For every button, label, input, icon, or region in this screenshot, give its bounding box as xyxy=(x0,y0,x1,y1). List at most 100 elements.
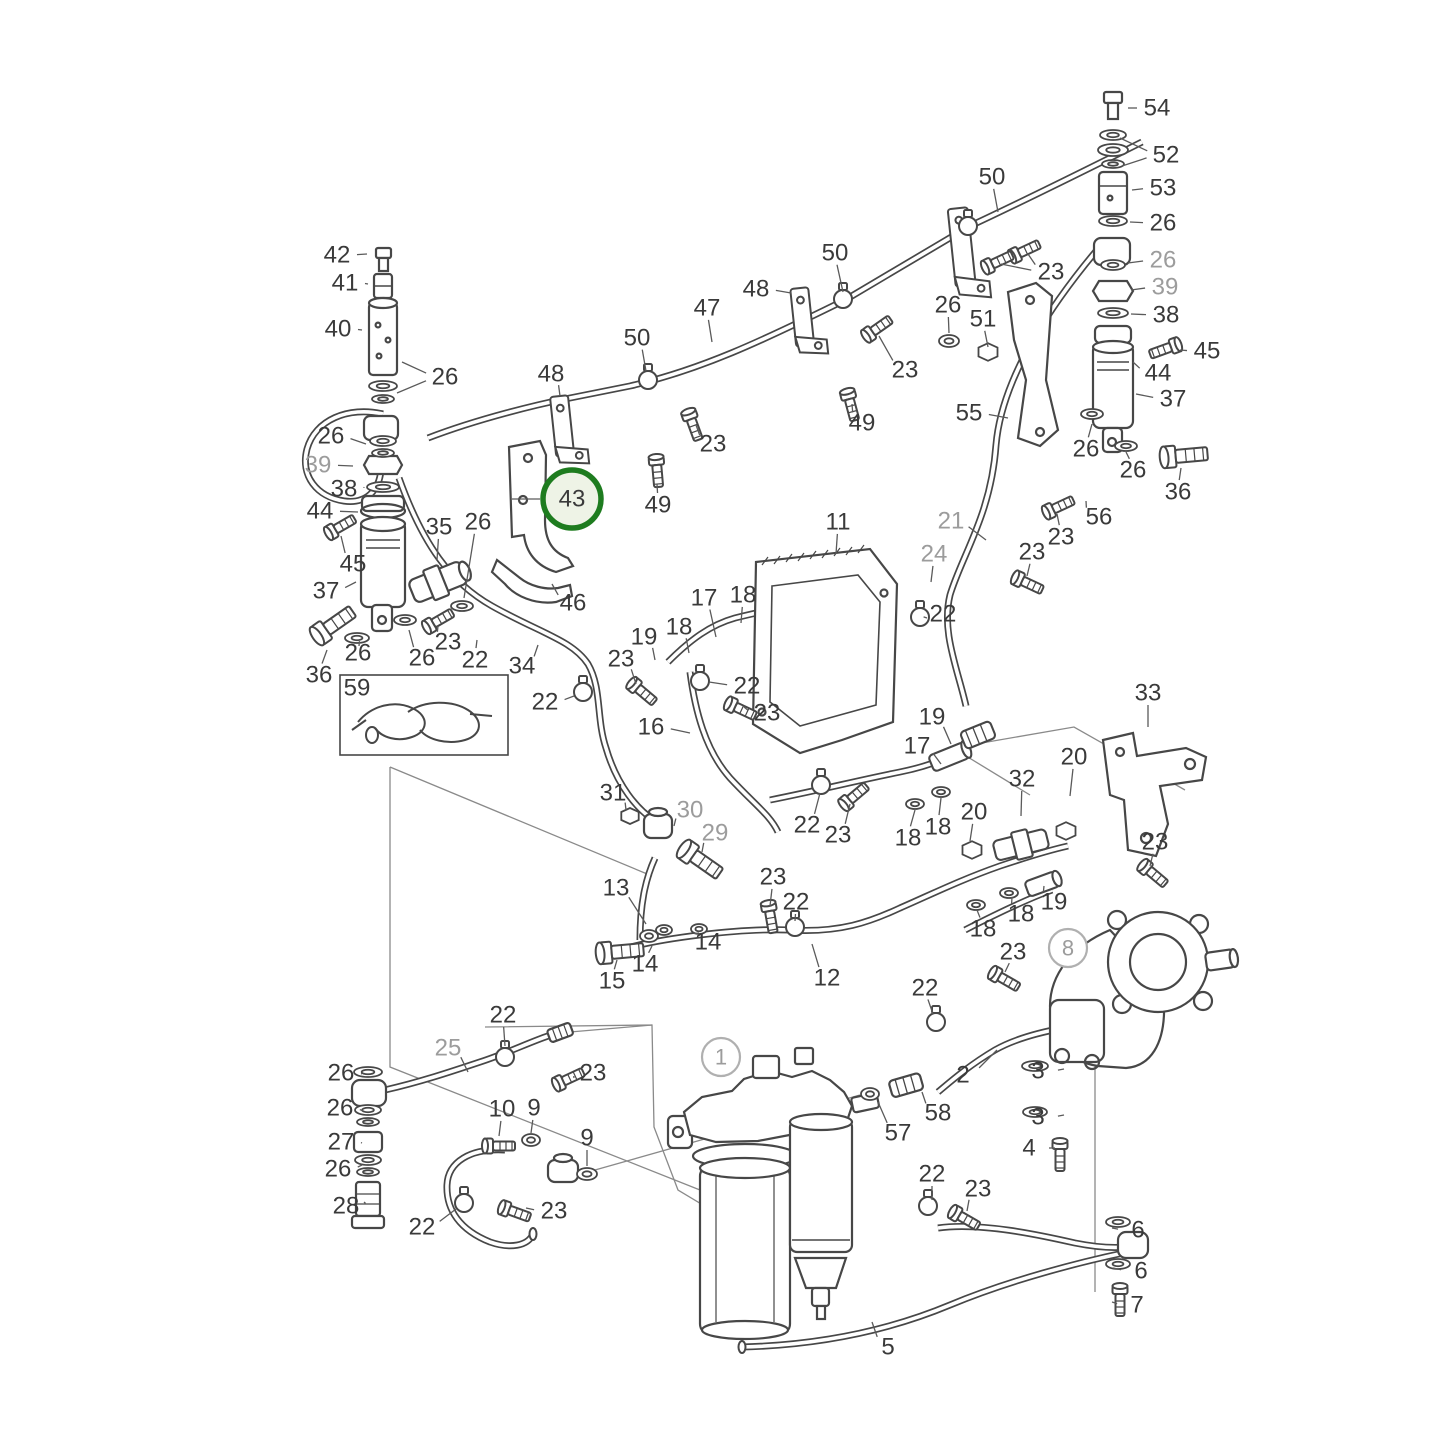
leader-line xyxy=(871,1321,878,1338)
bolt-glyph xyxy=(1009,569,1045,595)
leader-line xyxy=(356,253,368,256)
part-label-26: 26 xyxy=(325,1156,363,1183)
washer-glyph xyxy=(354,1104,382,1116)
part-label-2: 2 xyxy=(956,1049,998,1089)
part-number-text: 23 xyxy=(435,629,462,656)
filter-37-left xyxy=(359,519,407,609)
nut-glyph xyxy=(977,342,999,362)
washer-glyph xyxy=(966,899,986,911)
leader-line xyxy=(396,380,427,394)
pipe-clamp-glyph xyxy=(926,1005,946,1032)
part-number-text: 18 xyxy=(1008,901,1035,928)
part-number-text: 23 xyxy=(580,1060,607,1087)
part-number-text: 11 xyxy=(826,509,851,536)
part-number-text: 26 xyxy=(465,509,492,536)
bolt-glyph xyxy=(647,452,666,489)
part-number-text: 37 xyxy=(313,578,340,605)
leader-line xyxy=(932,752,942,765)
washer-glyph xyxy=(690,923,708,935)
leader-line xyxy=(1149,853,1154,867)
ref-circle xyxy=(700,1036,742,1078)
part-label-39: 39 xyxy=(305,452,354,479)
part-label-26: 26 xyxy=(396,361,458,394)
part-number-text: 58 xyxy=(925,1100,952,1127)
leader-line xyxy=(775,289,792,294)
part-label-9: 9 xyxy=(580,1125,594,1166)
leader-line xyxy=(851,403,854,413)
nut-39-left xyxy=(362,454,404,476)
leader-line xyxy=(693,932,700,935)
part-number-text: 22 xyxy=(532,689,559,716)
leader-line xyxy=(401,361,427,374)
washer-glyph xyxy=(1080,408,1104,420)
part-label-57: 57 xyxy=(877,1101,911,1147)
leader-line xyxy=(463,533,476,599)
leader-line xyxy=(1069,768,1074,797)
part-number-text: 2 xyxy=(956,1062,969,1089)
leader-line xyxy=(475,639,478,649)
leader-line xyxy=(439,1208,457,1222)
leader-line xyxy=(1179,349,1188,352)
washer-glyph xyxy=(1105,1258,1131,1270)
part-number-text: 22 xyxy=(794,812,821,839)
part-number-text: 23 xyxy=(965,1176,992,1203)
washer-glyph xyxy=(366,481,400,493)
washer-glyph xyxy=(369,435,397,447)
part-number-text: 10 xyxy=(489,1096,516,1123)
part-number-text: 23 xyxy=(700,431,727,458)
part-number-text: 22 xyxy=(462,647,489,674)
elbow-6-7 xyxy=(1116,1230,1150,1260)
part-number-text: 44 xyxy=(307,498,334,525)
pipe-clamp-glyph xyxy=(833,282,853,309)
part-label-26: 26 xyxy=(327,1095,364,1122)
valve-35 xyxy=(408,560,472,603)
part-label-52: 52 xyxy=(1119,137,1179,169)
part-number-text: 5 xyxy=(881,1334,894,1361)
part-label-40: 40 xyxy=(325,316,363,343)
part-number-text: 18 xyxy=(970,916,997,943)
part-number-text: 12 xyxy=(814,965,841,992)
part-number-text: 23 xyxy=(825,822,852,849)
part-number-text: 48 xyxy=(538,361,565,388)
leader-line xyxy=(1056,513,1060,526)
washer-glyph xyxy=(353,1066,383,1078)
leader-line xyxy=(921,1091,927,1104)
leader-line xyxy=(984,330,989,348)
part-label-17: 17 xyxy=(691,585,717,638)
part-number-text: 45 xyxy=(1194,338,1221,365)
part-number-text: 38 xyxy=(331,476,358,503)
leader-line xyxy=(1004,962,1010,973)
part-number-text: 27 xyxy=(328,1129,355,1156)
part-number-text: 26 xyxy=(1073,436,1100,463)
part-number-text: 56 xyxy=(1086,504,1113,531)
part-label-23: 23 xyxy=(743,700,780,727)
part-number-text: 22 xyxy=(783,889,810,916)
part-label-18: 18 xyxy=(895,809,921,852)
part-number-text: 24 xyxy=(921,541,948,568)
part-label-45: 45 xyxy=(340,535,366,578)
part-label-35: 35 xyxy=(426,514,452,561)
part-label-23: 23 xyxy=(878,335,918,384)
part-label-23: 23 xyxy=(1019,539,1045,577)
bolt-glyph xyxy=(625,675,658,706)
part-number-text: 3 xyxy=(1031,1058,1044,1085)
washer-glyph xyxy=(938,334,960,348)
leader-line xyxy=(993,188,999,213)
part-label-8: 8 xyxy=(1047,927,1089,969)
part-label-31: 31 xyxy=(600,780,627,811)
part-number-text: 42 xyxy=(324,242,351,269)
leader-line xyxy=(947,316,950,334)
part-label-13: 13 xyxy=(603,875,647,925)
leader-line xyxy=(909,809,916,827)
part-number-text: 19 xyxy=(1041,889,1068,916)
part-label-23: 23 xyxy=(1000,939,1026,973)
leader-line xyxy=(813,792,821,815)
washer-glyph xyxy=(639,929,659,943)
washer-glyph xyxy=(860,1087,880,1101)
part-label-37: 37 xyxy=(1135,386,1186,413)
part-number-text: 22 xyxy=(734,673,761,700)
part-number-text: 36 xyxy=(1165,479,1192,506)
leader-line xyxy=(673,818,677,827)
part-label-23: 23 xyxy=(1048,513,1074,551)
leader-line xyxy=(502,1026,506,1047)
